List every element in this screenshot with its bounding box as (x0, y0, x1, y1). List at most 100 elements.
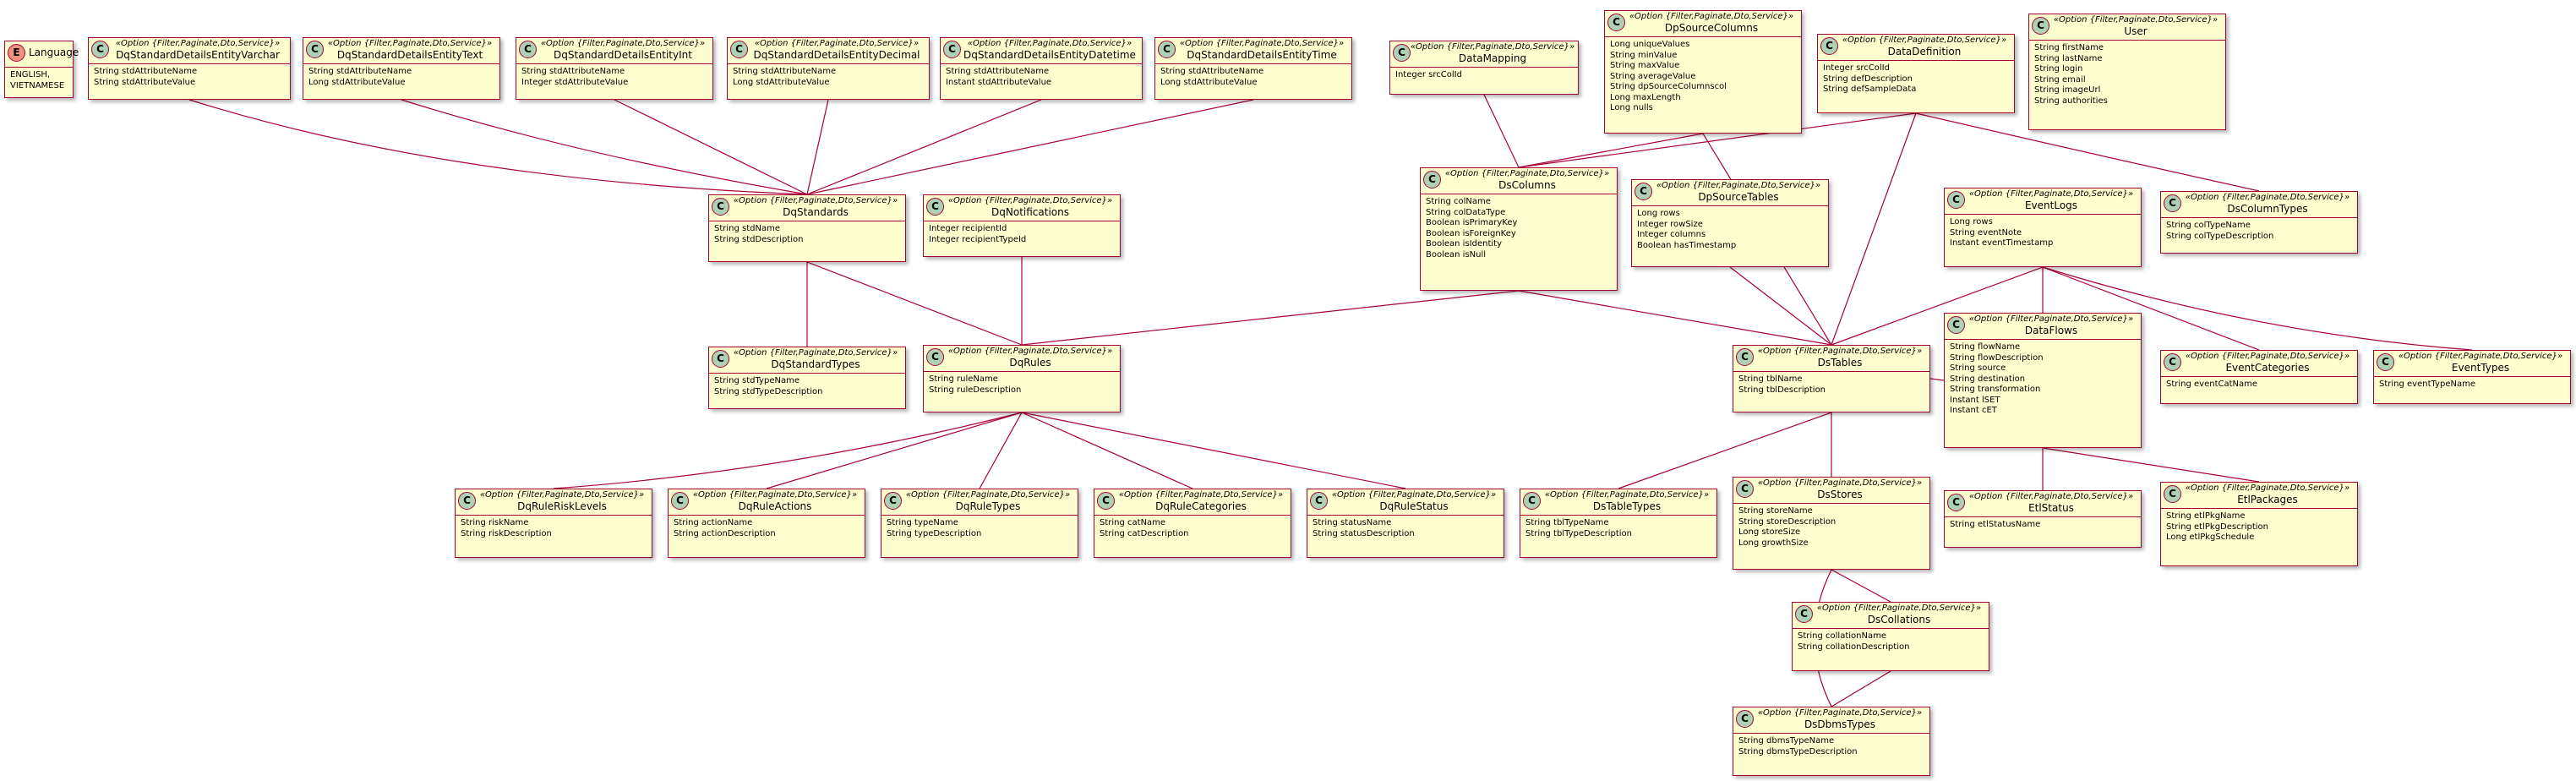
class-box-dq-notifications[interactable]: C«Option {Filter,Paginate,Dto,Service}»D… (923, 194, 1121, 257)
class-box-data-definition[interactable]: C«Option {Filter,Paginate,Dto,Service}»D… (1817, 34, 2015, 113)
class-attribute: String etlPkgDescription (2166, 522, 2268, 532)
class-box-ds-stores[interactable]: C«Option {Filter,Paginate,Dto,Service}»D… (1733, 477, 1930, 570)
class-box-event-categories[interactable]: C«Option {Filter,Paginate,Dto,Service}»E… (2160, 350, 2358, 404)
class-badge-icon: C (1947, 191, 1965, 209)
class-badge-icon: C (1820, 37, 1838, 55)
class-box-dq-rule-actions[interactable]: C«Option {Filter,Paginate,Dto,Service}»D… (668, 489, 865, 558)
class-name: DqStandards (783, 206, 849, 218)
relation-dq-standards-dq-rules (806, 261, 1023, 346)
class-stereotype: «Option {Filter,Paginate,Dto,Service}» (1757, 347, 1923, 356)
class-box-dq-rules[interactable]: C«Option {Filter,Paginate,Dto,Service}»D… (923, 345, 1121, 412)
class-name: DataFlows (2024, 325, 2078, 336)
class-attribute: String storeDescription (1738, 516, 1836, 527)
class-badge-icon: C (712, 350, 729, 368)
class-name: DsColumnTypes (2227, 203, 2308, 215)
class-box-dq-rule-categories[interactable]: C«Option {Filter,Paginate,Dto,Service}»D… (1094, 489, 1291, 558)
class-box-ds-dbms-types[interactable]: C«Option {Filter,Paginate,Dto,Service}»D… (1733, 707, 1930, 776)
class-attribute: Integer columns (1637, 230, 1706, 239)
class-attribute: String eventCatName (2166, 380, 2258, 389)
class-attribute: String actionDescription (674, 528, 776, 538)
class-badge-icon: C (1947, 494, 1965, 511)
class-box-data-flows[interactable]: C«Option {Filter,Paginate,Dto,Service}»D… (1944, 313, 2142, 448)
class-attribute: String colName (1426, 197, 1491, 206)
class-box-dq-standard-details-entity-int[interactable]: C«Option {Filter,Paginate,Dto,Service}»D… (516, 37, 713, 100)
class-stereotype: «Option {Filter,Paginate,Dto,Service}» (2185, 352, 2350, 361)
class-stereotype: «Option {Filter,Paginate,Dto,Service}» (1410, 42, 1575, 52)
class-box-event-logs[interactable]: C«Option {Filter,Paginate,Dto,Service}»E… (1944, 188, 2142, 267)
class-attribute: String statusName (1313, 518, 1392, 527)
class-box-dp-source-columns[interactable]: C«Option {Filter,Paginate,Dto,Service}»D… (1604, 10, 1802, 134)
class-stereotype: «Option {Filter,Paginate,Dto,Service}» (754, 39, 920, 48)
class-box-dq-standard-details-entity-decimal[interactable]: C«Option {Filter,Paginate,Dto,Service}»D… (727, 37, 930, 100)
class-header: C«Option {Filter,Paginate,Dto,Service}»D… (1307, 489, 1504, 516)
class-attribute: Integer rowSize (1637, 219, 1703, 229)
class-attributes: ENGLISH,VIETNAMESE (5, 68, 73, 95)
relation-event-logs-event-categories (2042, 266, 2260, 351)
class-header: C«Option {Filter,Paginate,Dto,Service}»D… (941, 38, 1142, 64)
class-box-dq-standard-details-entity-datetime[interactable]: C«Option {Filter,Paginate,Dto,Service}»D… (940, 37, 1143, 100)
class-box-dq-standard-details-entity-text[interactable]: C«Option {Filter,Paginate,Dto,Service}»D… (303, 37, 500, 100)
class-attribute: String eventNote (1950, 227, 2022, 238)
class-attributes: String etlStatusName (1945, 517, 2141, 534)
class-box-ds-column-types[interactable]: C«Option {Filter,Paginate,Dto,Service}»D… (2160, 191, 2358, 254)
class-box-dq-rule-risk-levels[interactable]: C«Option {Filter,Paginate,Dto,Service}»D… (455, 489, 652, 558)
relation-event-logs-ds-tables (1831, 266, 2044, 346)
class-attributes: String eventCatName (2161, 377, 2357, 394)
class-name: DqStandardDetailsEntityInt (554, 49, 692, 61)
class-box-dq-standards[interactable]: C«Option {Filter,Paginate,Dto,Service}»D… (708, 194, 906, 262)
class-box-etl-packages[interactable]: C«Option {Filter,Paginate,Dto,Service}»E… (2160, 482, 2358, 566)
class-attribute: String stdAttributeName (308, 67, 412, 76)
relation-dq-standard-details-entity-time-dq-standards (806, 99, 1254, 195)
relation-ds-columns-ds-tables (1518, 290, 1832, 346)
class-box-dq-rule-status[interactable]: C«Option {Filter,Paginate,Dto,Service}»D… (1307, 489, 1504, 558)
class-stereotype: «Option {Filter,Paginate,Dto,Service}» (947, 196, 1113, 205)
class-box-dq-standard-details-entity-varchar[interactable]: C«Option {Filter,Paginate,Dto,Service}»D… (88, 37, 291, 100)
class-badge-icon: C (458, 492, 476, 510)
class-header: C«Option {Filter,Paginate,Dto,Service}»D… (1733, 478, 1929, 504)
class-header: C«Option {Filter,Paginate,Dto,Service}»D… (456, 489, 652, 516)
class-box-data-mapping[interactable]: C«Option {Filter,Paginate,Dto,Service}»D… (1389, 41, 1579, 95)
class-header: C«Option {Filter,Paginate,Dto,Service}»E… (2374, 351, 2570, 377)
class-name: EtlPackages (2237, 494, 2298, 505)
class-box-dq-rule-types[interactable]: C«Option {Filter,Paginate,Dto,Service}»D… (881, 489, 1078, 558)
class-box-dp-source-tables[interactable]: C«Option {Filter,Paginate,Dto,Service}»D… (1631, 179, 1829, 267)
class-box-user[interactable]: C«Option {Filter,Paginate,Dto,Service}»U… (2028, 14, 2226, 130)
class-stereotype: «Option {Filter,Paginate,Dto,Service}» (905, 490, 1071, 500)
class-attribute: Boolean isNull (1426, 249, 1487, 259)
class-badge-icon: C (2164, 353, 2181, 371)
class-header: C«Option {Filter,Paginate,Dto,Service}»D… (1733, 707, 1929, 734)
class-stereotype: «Option {Filter,Paginate,Dto,Service}» (1118, 490, 1284, 500)
relation-data-flows-etl-packages (2042, 447, 2260, 483)
class-box-dq-standard-details-entity-time[interactable]: C«Option {Filter,Paginate,Dto,Service}»D… (1154, 37, 1352, 100)
class-attribute: Integer stdAttributeValue (521, 77, 629, 87)
class-box-ds-table-types[interactable]: C«Option {Filter,Paginate,Dto,Service}»D… (1520, 489, 1717, 558)
class-box-ds-collations[interactable]: C«Option {Filter,Paginate,Dto,Service}»D… (1792, 602, 1989, 671)
class-box-ds-columns[interactable]: C«Option {Filter,Paginate,Dto,Service}»D… (1420, 167, 1618, 291)
class-attribute: String averageValue (1610, 71, 1696, 81)
class-attribute: Boolean isPrimaryKey (1426, 218, 1518, 227)
class-box-etl-status[interactable]: C«Option {Filter,Paginate,Dto,Service}»E… (1944, 490, 2142, 548)
class-badge-icon: C (730, 41, 748, 58)
class-box-event-types[interactable]: C«Option {Filter,Paginate,Dto,Service}»E… (2373, 350, 2571, 404)
class-header: C«Option {Filter,Paginate,Dto,Service}»E… (1945, 491, 2141, 517)
class-header: C«Option {Filter,Paginate,Dto,Service}»D… (669, 489, 865, 516)
class-stereotype: «Option {Filter,Paginate,Dto,Service}» (1968, 189, 2134, 199)
class-badge-icon: C (1523, 492, 1541, 510)
class-stereotype: «Option {Filter,Paginate,Dto,Service}» (1757, 478, 1923, 488)
class-box-ds-tables[interactable]: C«Option {Filter,Paginate,Dto,Service}»D… (1733, 345, 1930, 412)
class-stereotype: «Option {Filter,Paginate,Dto,Service}» (1968, 492, 2134, 501)
class-stereotype: «Option {Filter,Paginate,Dto,Service}» (733, 196, 898, 205)
class-attribute: String defDescription (1823, 74, 1913, 84)
class-attribute: Long stdAttributeValue (1160, 77, 1258, 87)
class-attribute: String dpSourceColumnscol (1610, 82, 1727, 91)
class-box-dq-standard-types[interactable]: C«Option {Filter,Paginate,Dto,Service}»D… (708, 347, 906, 409)
